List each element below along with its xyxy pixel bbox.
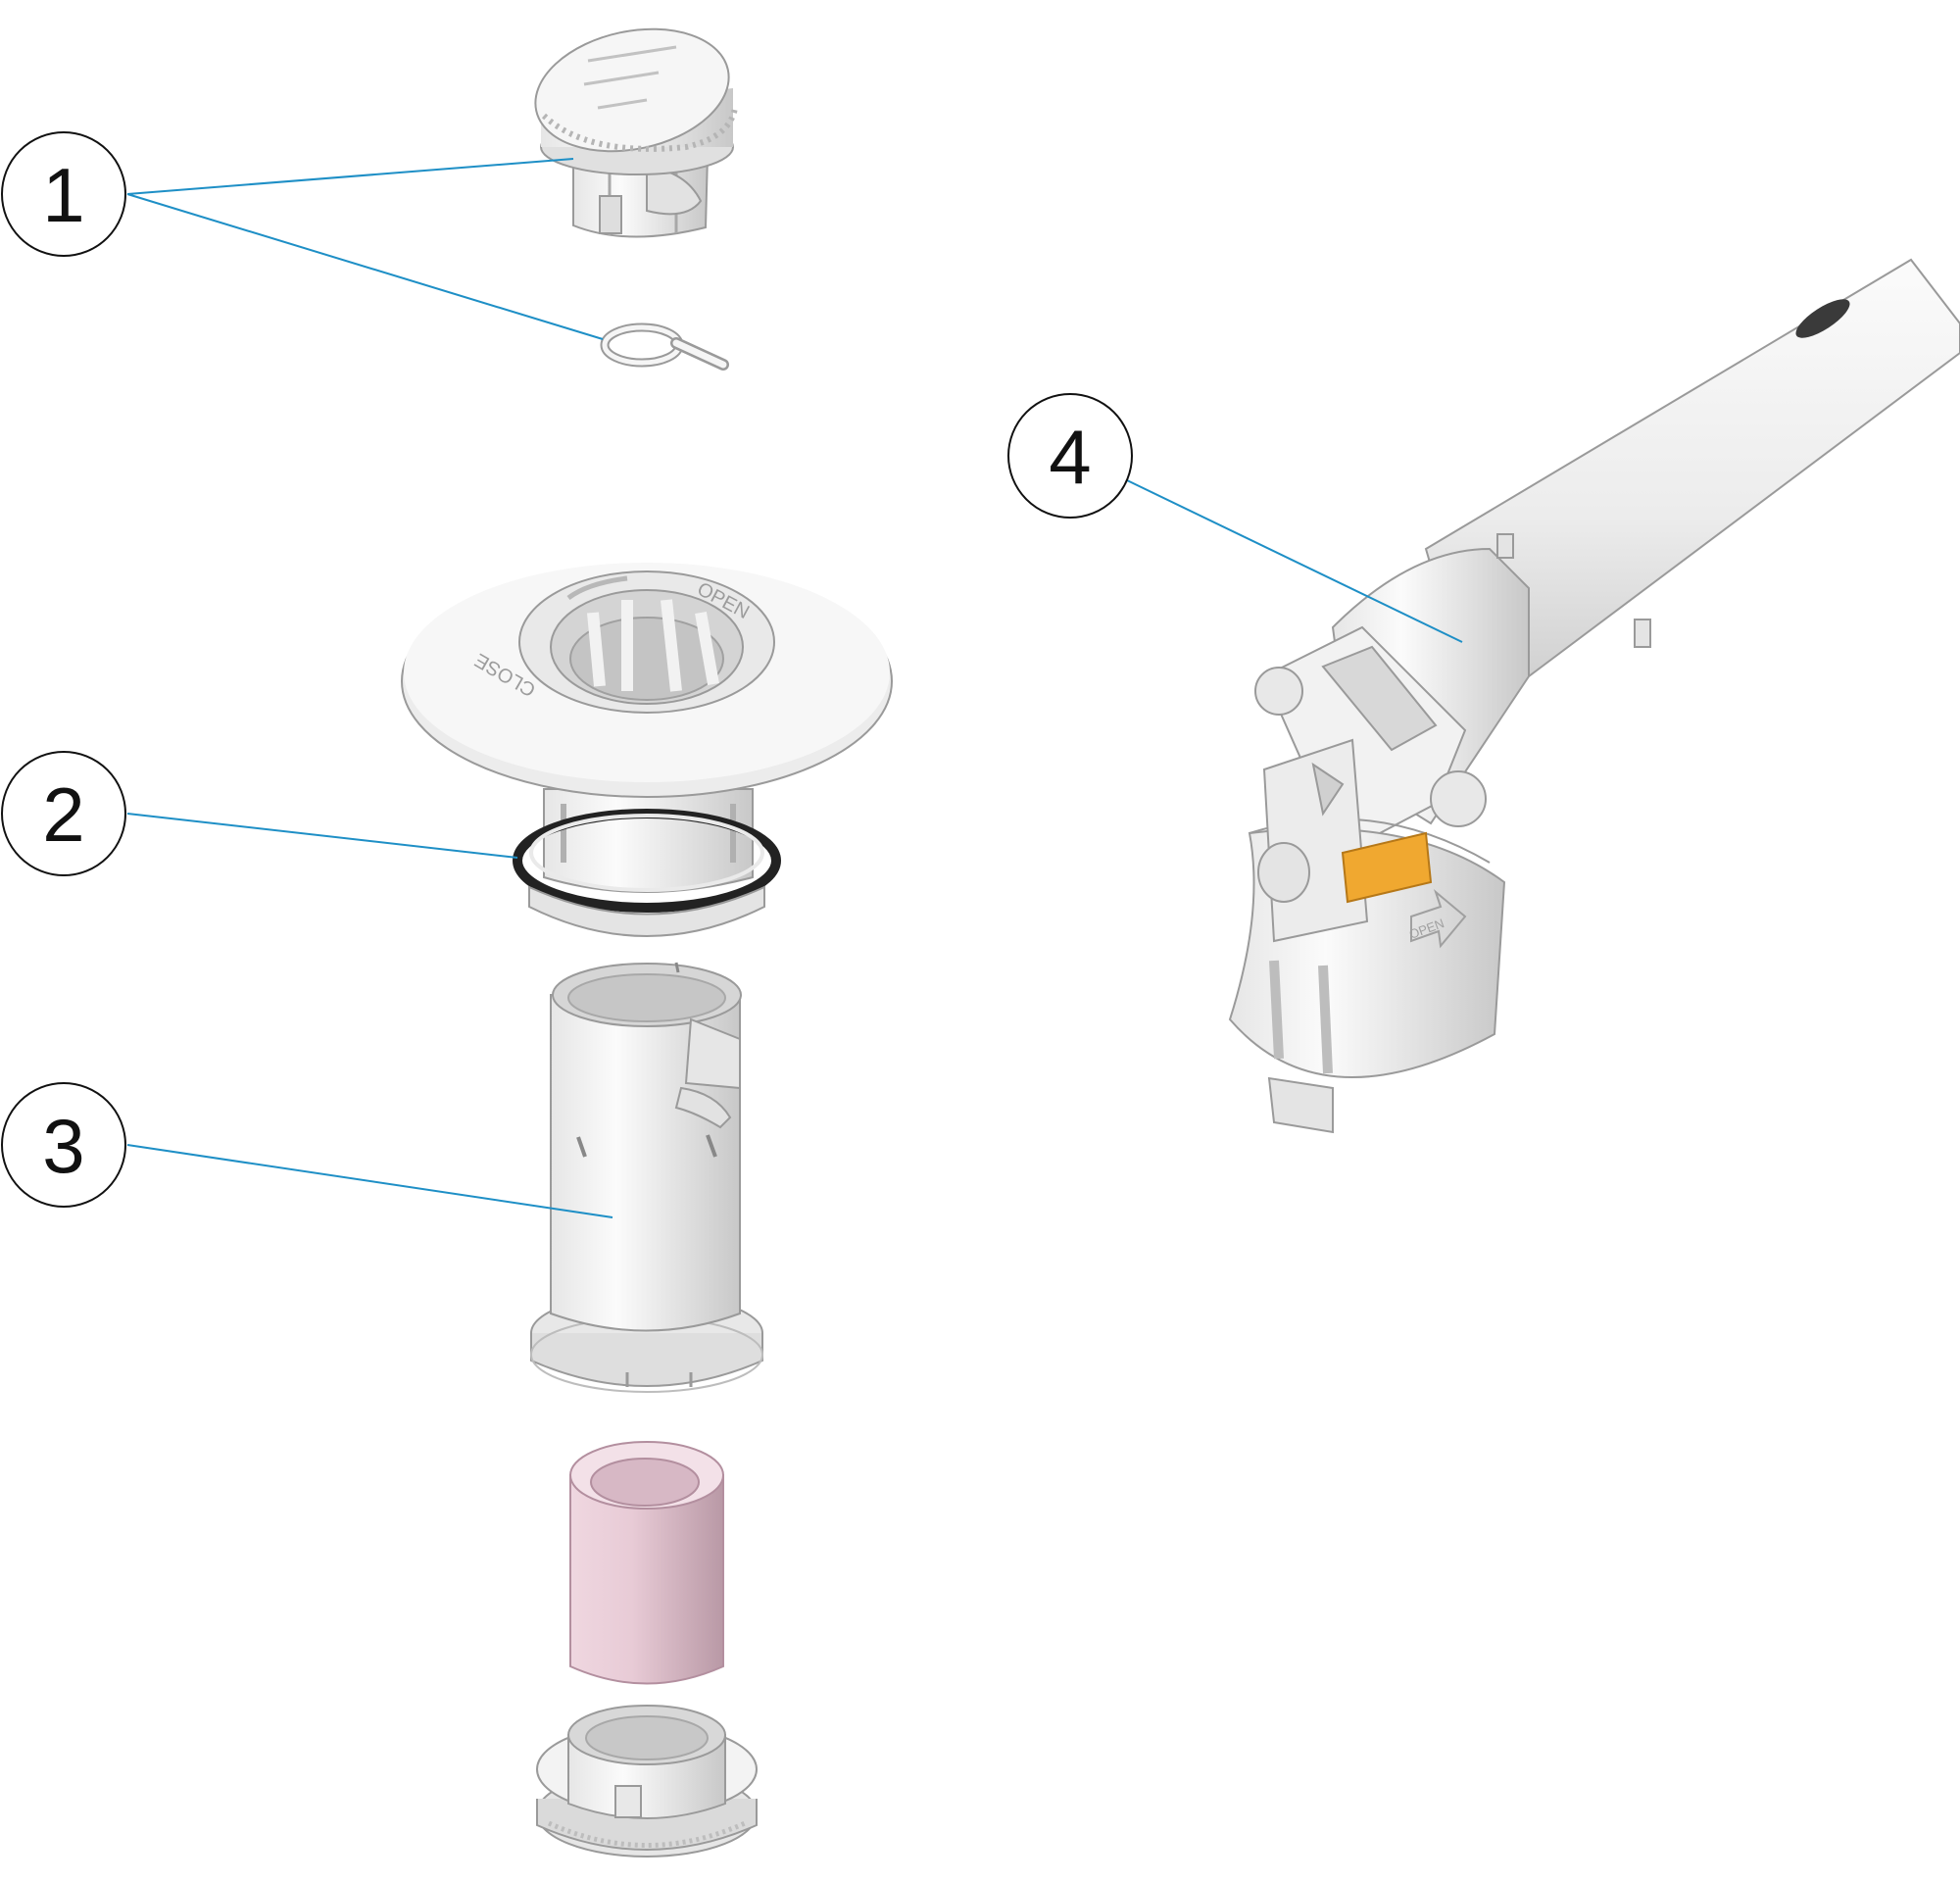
filter-sleeve: [569, 1441, 724, 1685]
part-2-flange: OPEN CLOSE: [401, 563, 893, 937]
leader-1-cap: [126, 158, 574, 195]
part-1-clip: [600, 322, 729, 371]
callout-3-label: 3: [42, 1103, 84, 1189]
leader-1-clip: [126, 193, 604, 340]
lock-nut: [536, 1705, 758, 1858]
callout-3: 3: [1, 1082, 126, 1208]
callout-4: 4: [1007, 393, 1133, 519]
leader-2: [126, 813, 518, 859]
callout-1-label: 1: [42, 152, 84, 238]
callout-4-label: 4: [1049, 414, 1091, 500]
leader-lines: [126, 158, 1463, 1218]
callout-2: 2: [1, 751, 126, 876]
part-3-body-tube: [530, 962, 763, 1393]
callout-2-label: 2: [42, 771, 84, 858]
leader-3: [126, 1144, 613, 1218]
callout-1: 1: [1, 131, 126, 257]
leader-4: [1126, 479, 1463, 643]
part-4-pole-adapter: OPEN: [1228, 258, 1960, 1134]
part-1-cap: [534, 27, 738, 238]
